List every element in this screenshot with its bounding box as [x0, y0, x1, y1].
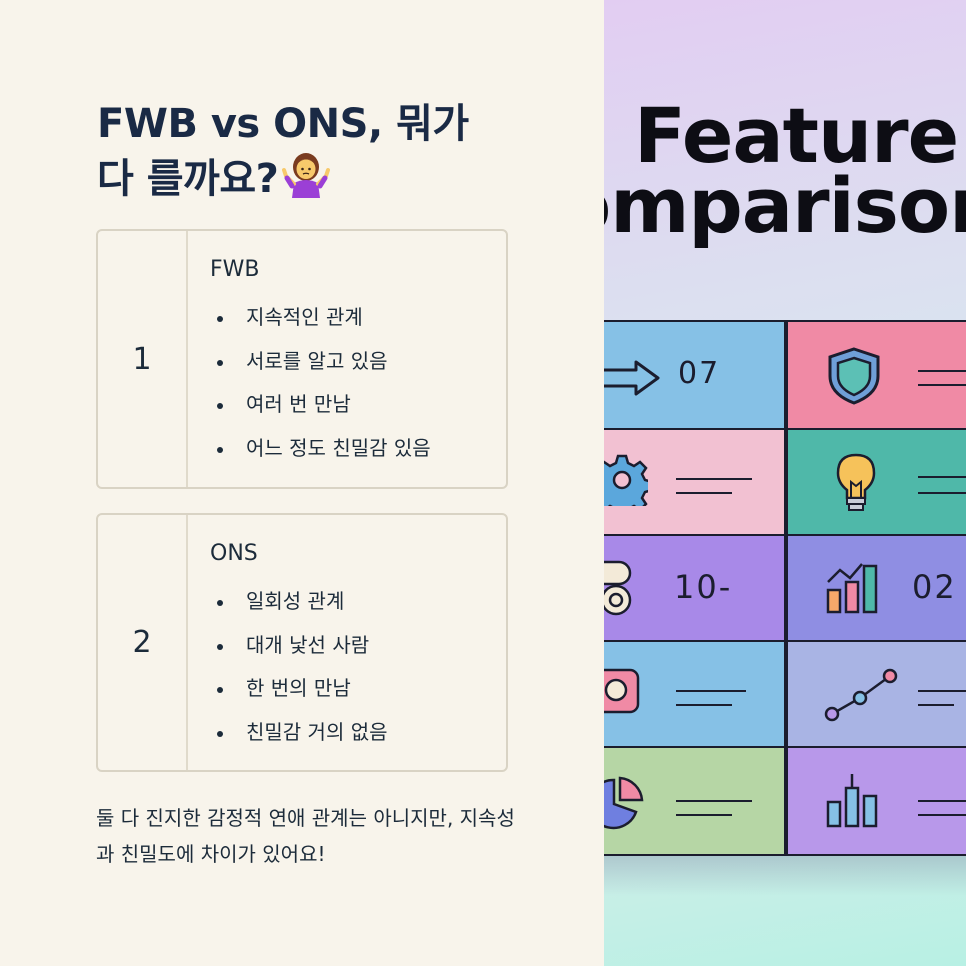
list-item: 지속적인 관계	[210, 296, 496, 340]
feature-tile	[604, 746, 786, 856]
card-heading: ONS	[210, 541, 258, 566]
bar-chart-icon	[824, 770, 886, 835]
person-shrugging-icon	[282, 150, 331, 211]
list-item: 일회성 관계	[210, 580, 496, 624]
list-item: 대개 낯선 사람	[210, 624, 496, 668]
pill-icon	[604, 558, 634, 625]
text-line	[676, 704, 732, 706]
list-item: 한 번의 만남	[210, 667, 496, 711]
card-number: 1	[98, 231, 188, 487]
comparison-card-fwb: 1 FWB 지속적인 관계 서로를 알고 있음 여러 번 만남 어느 정도 친밀…	[96, 229, 508, 489]
pie-chart-icon	[604, 774, 644, 835]
card-heading: FWB	[210, 257, 260, 282]
list-item: 여러 번 만남	[210, 383, 496, 427]
text-line	[918, 492, 966, 494]
text-line	[676, 814, 732, 816]
arrow-icon	[604, 358, 666, 403]
text-line	[676, 800, 752, 802]
list-item: 친밀감 거의 없음	[210, 711, 496, 755]
bar-chart-icon	[824, 560, 886, 621]
text-line	[676, 478, 752, 480]
info-panel: FWB vs ONS, 뭐가 다 를까요? 1 FWB	[96, 98, 517, 866]
illustration-title-line1: Feature	[634, 91, 959, 180]
text-line	[918, 384, 966, 386]
list-item: 어느 정도 친밀감 있음	[210, 427, 496, 471]
comparison-card-ons: 2 ONS 일회성 관계 대개 낯선 사람 한 번의 만남 친밀감 거의 없음	[96, 513, 508, 772]
card-number: 2	[98, 515, 188, 770]
gear-icon	[604, 454, 654, 518]
line-chart-icon	[824, 668, 900, 729]
shield-icon	[826, 346, 882, 411]
feature-tile	[786, 428, 966, 536]
feature-tile: 02	[786, 534, 966, 642]
illustration-title-line2: omparison	[604, 161, 966, 250]
text-line	[918, 690, 966, 692]
page-title: FWB vs ONS, 뭐가 다 를까요?	[97, 98, 517, 211]
tile-label: 02	[912, 568, 957, 606]
tile-label: 10-	[674, 568, 733, 606]
text-lines-icon	[918, 370, 966, 372]
summary-text: 둘 다 진지한 감정적 연애 관계는 아니지만, 지속성과 친밀도에 차이가 있…	[96, 806, 515, 866]
feature-tile	[604, 428, 786, 536]
text-line	[918, 476, 966, 478]
feature-comparison-illustration: Feature omparison 07	[604, 0, 966, 966]
feature-list: 일회성 관계 대개 낯선 사람 한 번의 만남 친밀감 거의 없음	[210, 580, 496, 754]
feature-tile: 10-	[604, 534, 786, 642]
tile-label: 07	[678, 356, 721, 391]
text-line	[676, 690, 746, 692]
feature-tile: 07	[604, 320, 786, 430]
feature-tile	[786, 320, 966, 430]
feature-list: 지속적인 관계 서로를 알고 있음 여러 번 만남 어느 정도 친밀감 있음	[210, 296, 496, 470]
camera-icon	[604, 666, 642, 721]
text-line	[676, 492, 732, 494]
lightbulb-icon	[834, 452, 878, 519]
feature-tile	[786, 640, 966, 748]
grid-shadow	[604, 856, 966, 896]
feature-grid: 07 10-	[604, 320, 966, 856]
feature-tile	[604, 640, 786, 748]
list-item: 서로를 알고 있음	[210, 340, 496, 384]
feature-tile	[786, 746, 966, 856]
text-line	[918, 800, 966, 802]
text-line	[918, 704, 954, 706]
text-line	[918, 814, 966, 816]
